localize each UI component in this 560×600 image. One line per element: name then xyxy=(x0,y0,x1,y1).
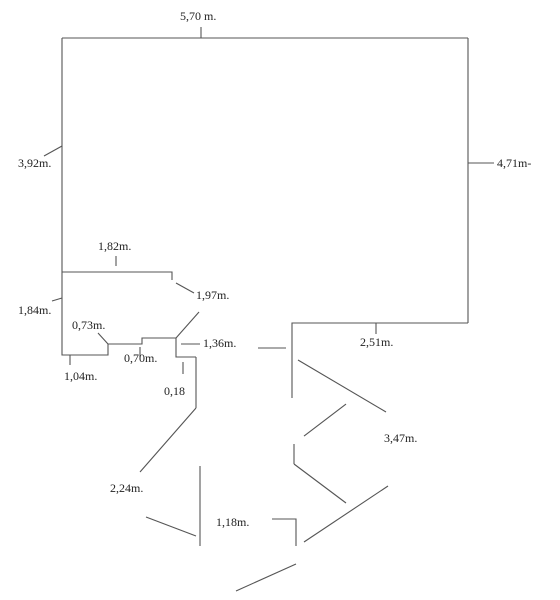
line-long-diag-right xyxy=(297,359,387,413)
line-long-diag-left xyxy=(139,407,197,473)
line-bottom-tail xyxy=(235,563,297,592)
dim-long-diag-right: 3,47m. xyxy=(384,431,417,445)
dim-right-side: 4,71m- xyxy=(497,156,531,170)
line-bottom-bracket xyxy=(272,518,297,546)
tick-left-lower xyxy=(51,297,63,302)
dim-left-upper: 3,92m. xyxy=(18,156,51,170)
dim-bottom-mid: 1,18m. xyxy=(216,515,249,529)
line-diag-lower-right xyxy=(303,485,389,543)
dim-step-b: 1,36m. xyxy=(203,336,236,350)
dim-long-diag-left: 2,24m. xyxy=(110,481,143,495)
dim-step-c: 0,70m. xyxy=(124,351,157,365)
dim-diagonal: 1,97m. xyxy=(196,288,229,302)
wall-left-lower xyxy=(61,272,196,358)
line-short-diag xyxy=(303,403,347,437)
line-diag-mid xyxy=(293,463,347,504)
dim-step-a: 0,73m. xyxy=(72,318,105,332)
tick-step-a xyxy=(97,332,109,345)
line-bottom-left-diag xyxy=(145,516,197,537)
wall-inner-top xyxy=(62,271,173,280)
dim-bottom-left: 1,04m. xyxy=(64,369,97,383)
dim-top-width: 5,70 m. xyxy=(180,9,216,23)
dim-left-lower: 1,84m. xyxy=(18,303,51,317)
tick-left-upper xyxy=(43,145,63,157)
wall-bottom-right xyxy=(291,322,468,398)
tick-diagonal xyxy=(175,282,195,294)
wall-diagonal-corner xyxy=(175,311,200,339)
dim-inner-top: 1,82m. xyxy=(98,239,131,253)
dim-bottom-right: 2,51m. xyxy=(360,335,393,349)
dim-small-gap: 0,18 xyxy=(164,384,185,398)
